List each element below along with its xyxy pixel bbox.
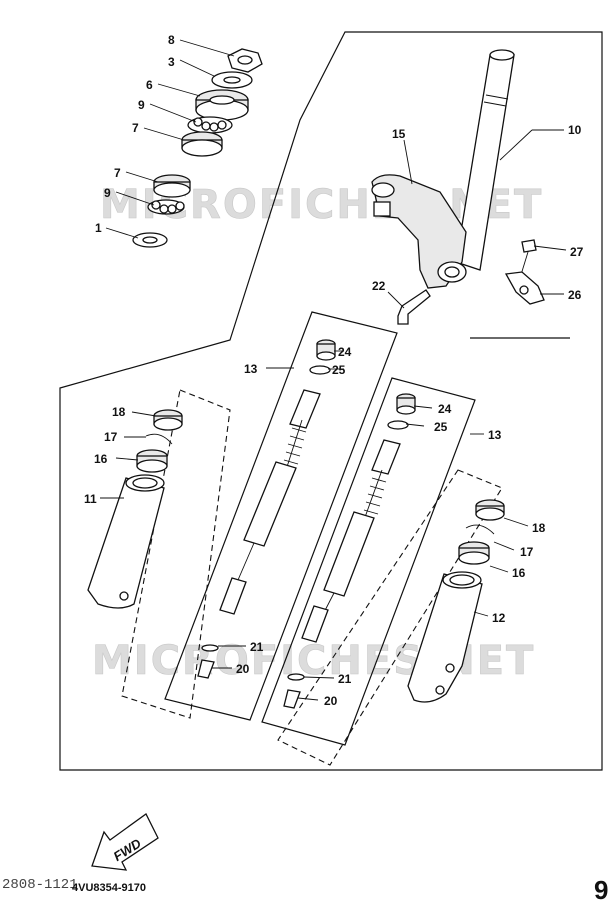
- callout-6: 6: [146, 78, 153, 92]
- callout-21-left: 21: [250, 640, 264, 654]
- callout-12: 12: [492, 611, 506, 625]
- right-outer-tube-parts: [407, 499, 505, 703]
- callout-3: 3: [168, 55, 175, 69]
- callout-20-left: 20: [236, 662, 250, 676]
- right-fork-inner-parts: [283, 393, 416, 709]
- callout-15: 15: [392, 127, 406, 141]
- callout-24-left: 24: [338, 345, 352, 359]
- callout-17-left: 17: [104, 430, 118, 444]
- callout-7-upper: 7: [132, 121, 139, 135]
- callout-16-left: 16: [94, 452, 108, 466]
- callout-9-upper: 9: [138, 98, 145, 112]
- left-fork-inner-frame: [164, 311, 398, 721]
- callout-18-right: 18: [532, 521, 546, 535]
- callout-13-right: 13: [488, 428, 502, 442]
- callout-20-right: 20: [324, 694, 338, 708]
- callout-25-left: 25: [332, 363, 346, 377]
- callout-8: 8: [168, 33, 175, 47]
- diagram-code: 4VU8354-9170: [72, 882, 146, 894]
- steering-bearing-stack: [132, 48, 263, 248]
- right-fork-inner-frame: [261, 377, 476, 746]
- left-fork-inner-parts: [197, 339, 336, 679]
- corner-mark: 9: [594, 875, 608, 900]
- page-reference: 2808-1121: [2, 877, 78, 893]
- left-outer-tube-parts: [87, 409, 183, 609]
- callout-21-right: 21: [338, 672, 352, 686]
- assembly-frame: [59, 31, 603, 771]
- right-outer-tube-dashed-box: [277, 469, 503, 766]
- callout-1: 1: [95, 221, 102, 235]
- callout-13-left: 13: [244, 362, 258, 376]
- callout-26: 26: [568, 288, 582, 302]
- callout-17-right: 17: [520, 545, 534, 559]
- left-outer-tube-dashed-box: [121, 389, 231, 719]
- forward-direction-arrow: FWD: [91, 813, 159, 871]
- callout-18-left: 18: [112, 405, 126, 419]
- callout-9-lower: 9: [104, 186, 111, 200]
- callout-16-right: 16: [512, 566, 526, 580]
- steering-stem-assembly: [371, 49, 545, 325]
- callout-24-right: 24: [438, 402, 452, 416]
- callout-10: 10: [568, 123, 582, 137]
- callout-11: 11: [84, 492, 97, 506]
- callout-7-lower: 7: [114, 166, 121, 180]
- callout-27: 27: [570, 245, 584, 259]
- callout-25-right: 25: [434, 420, 448, 434]
- callout-labels: 8 3 6 9 7 7 9 1 15 10 27 26 22 24 25 13 …: [84, 33, 584, 708]
- callout-22: 22: [372, 279, 386, 293]
- leader-lines: [100, 39, 567, 701]
